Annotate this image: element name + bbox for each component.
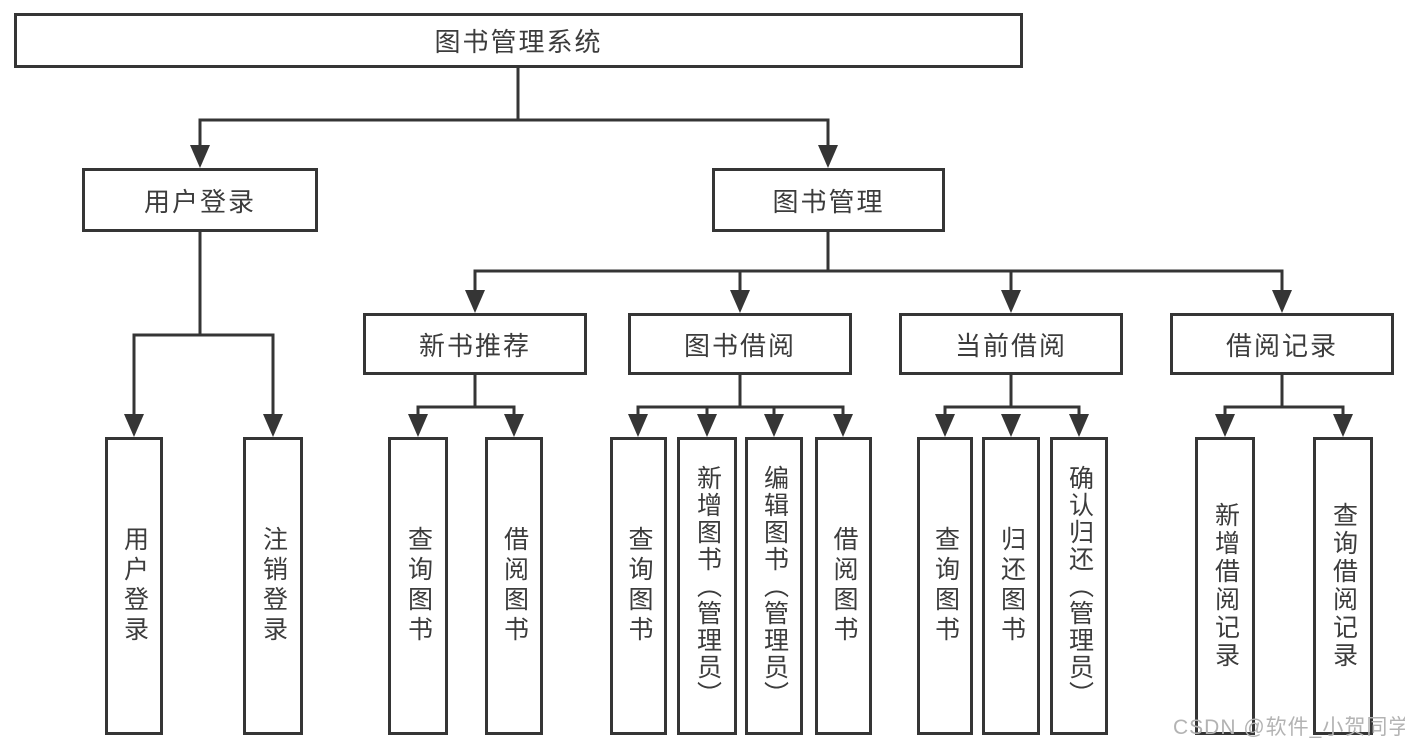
leaf-query-books-recommend: 查询图书 <box>388 437 448 735</box>
node-borrowing-records: 借阅记录 <box>1170 313 1394 375</box>
leaf-logout: 注销登录 <box>243 437 303 735</box>
leaf-confirm-return-admin: 确认归还（管理员） <box>1050 437 1108 735</box>
leaf-query-books-borrowing: 查询图书 <box>610 437 667 735</box>
arrowheads <box>124 145 1353 437</box>
node-user-login: 用户登录 <box>82 168 318 232</box>
leaf-query-borrow-record: 查询借阅记录 <box>1313 437 1373 735</box>
leaf-add-borrow-record: 新增借阅记录 <box>1195 437 1255 735</box>
node-library-system: 图书管理系统 <box>14 13 1023 68</box>
node-book-management: 图书管理 <box>712 168 945 232</box>
leaf-borrow-books-borrowing: 借阅图书 <box>815 437 872 735</box>
leaf-return-book: 归还图书 <box>982 437 1040 735</box>
node-new-book-recommend: 新书推荐 <box>363 313 587 375</box>
leaf-user-login: 用户登录 <box>105 437 163 735</box>
leaf-query-books-current: 查询图书 <box>917 437 973 735</box>
watermark-text: CSDN @软件_小贺同学 <box>1173 716 1405 739</box>
leaf-borrow-books-recommend: 借阅图书 <box>485 437 543 735</box>
node-book-borrowing: 图书借阅 <box>628 313 852 375</box>
leaf-add-book-admin: 新增图书（管理员） <box>677 437 737 735</box>
node-current-borrowing: 当前借阅 <box>899 313 1123 375</box>
leaf-edit-book-admin: 编辑图书（管理员） <box>745 437 803 735</box>
